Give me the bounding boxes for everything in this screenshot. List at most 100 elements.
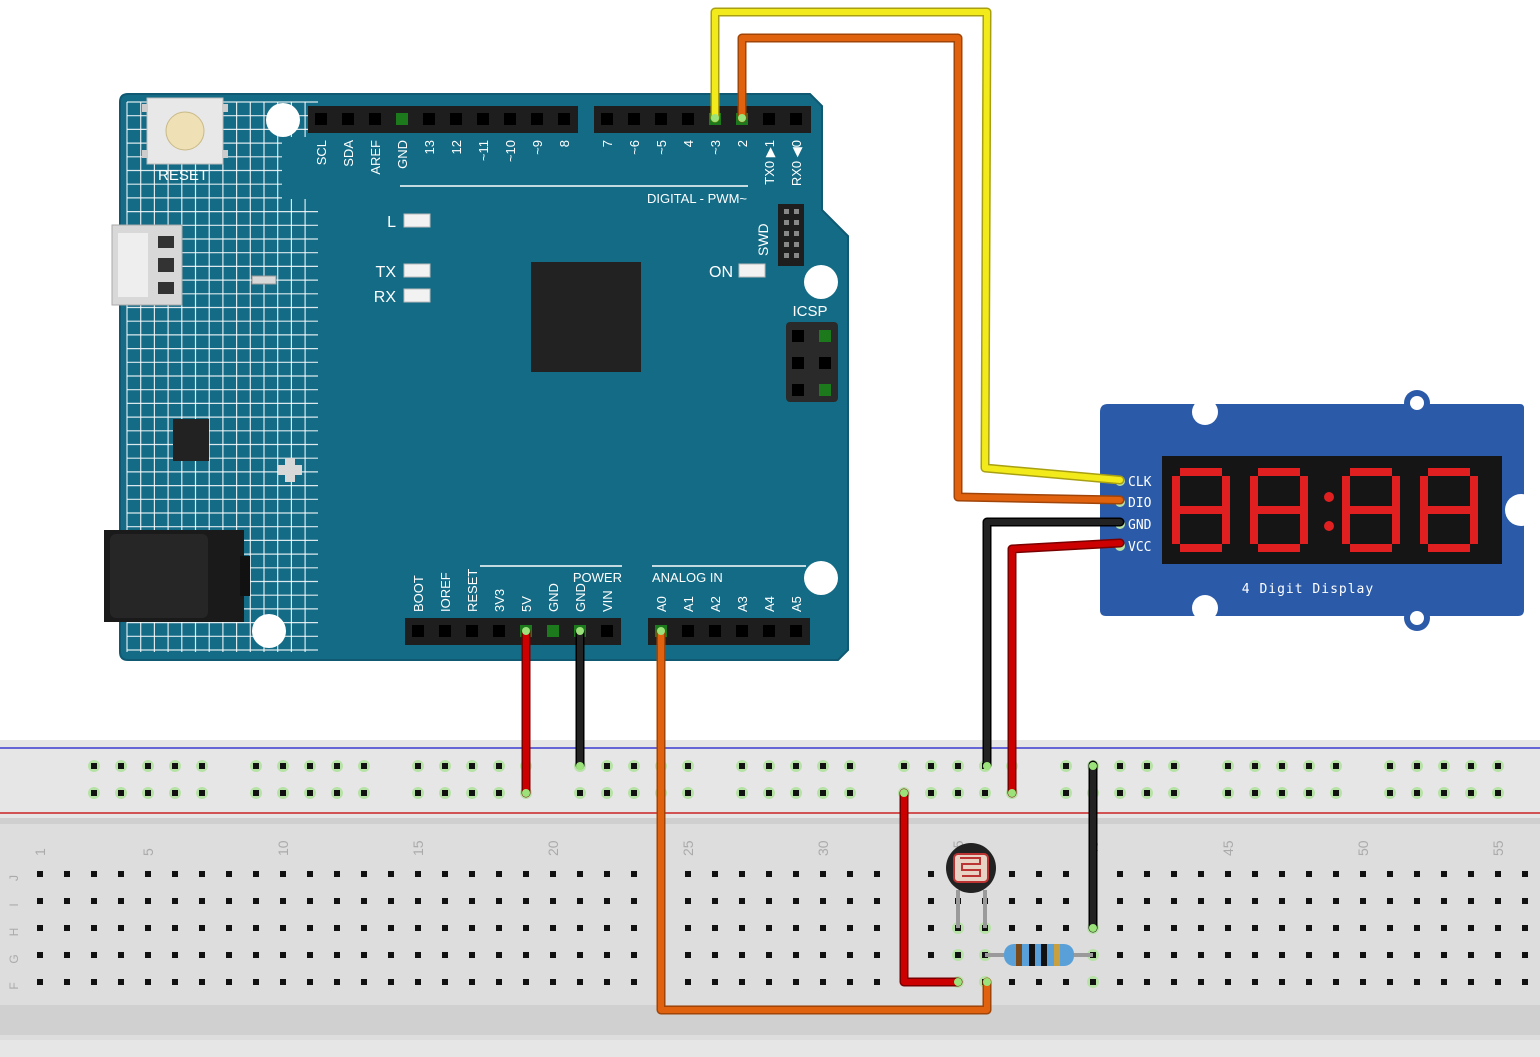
photoresistor[interactable] [946, 843, 996, 928]
column-number: 50 [1355, 840, 1371, 856]
segment [1258, 544, 1300, 552]
header-pin-SDA[interactable] [342, 113, 354, 125]
segment [1350, 544, 1392, 552]
header-pin-A3[interactable] [736, 625, 748, 637]
icsp-label: ICSP [792, 303, 827, 320]
pin-label: A5 [789, 596, 804, 612]
swd-label: SWD [755, 223, 771, 256]
segment [1300, 476, 1308, 510]
header-pin-TX0 ▶1[interactable] [763, 113, 775, 125]
header-pin-A4[interactable] [763, 625, 775, 637]
header-pin-IOREF[interactable] [439, 625, 451, 637]
header-pin-SCL[interactable] [315, 113, 327, 125]
header-pin-13[interactable] [423, 113, 435, 125]
segment [1350, 468, 1392, 476]
segment [1172, 476, 1180, 510]
header-pin-~6[interactable] [628, 113, 640, 125]
power-header [405, 618, 621, 645]
pin-label: 13 [422, 140, 437, 154]
mounting-hole [1505, 494, 1537, 526]
led-tx: TX [376, 263, 431, 281]
segment [1222, 476, 1230, 510]
pin-label: A1 [681, 596, 696, 612]
reset-button[interactable] [142, 97, 228, 165]
icsp-header: ICSP [786, 303, 838, 402]
resistor[interactable] [985, 944, 1093, 966]
pin-label: A2 [708, 596, 723, 612]
pin-label: 2 [735, 140, 750, 147]
column-number: 55 [1490, 840, 1506, 856]
column-number: 10 [275, 840, 291, 856]
header-pins[interactable] [315, 113, 802, 637]
chip [173, 419, 209, 461]
header-pin-A1[interactable] [682, 625, 694, 637]
header-pin-BOOT[interactable] [412, 625, 424, 637]
module-name: 4 Digit Display [1242, 582, 1374, 597]
pin-label: A3 [735, 596, 750, 612]
header-pin-~11[interactable] [477, 113, 489, 125]
column-number: 1 [32, 848, 48, 856]
pin-label: SCL [314, 140, 329, 165]
colon-dot [1324, 492, 1334, 502]
segment [1180, 468, 1222, 476]
pin-label: 5V [519, 596, 534, 612]
mounting-hole [804, 561, 838, 595]
segment [1258, 468, 1300, 476]
pin-label: RX0 ◀0 [789, 140, 804, 186]
header-pin-3V3[interactable] [493, 625, 505, 637]
header-pin-4[interactable] [682, 113, 694, 125]
header-pin-RESET[interactable] [466, 625, 478, 637]
header-pin-GND[interactable] [396, 113, 408, 125]
swd-header: SWD [755, 204, 804, 266]
header-pin-8[interactable] [558, 113, 570, 125]
wire-endpoints [522, 114, 1097, 986]
pin-label: SDA [341, 140, 356, 167]
mounting-hole [1410, 396, 1424, 410]
segment [1250, 476, 1258, 510]
pin-label: 3V3 [492, 589, 507, 612]
mounting-hole [266, 103, 300, 137]
row-letter: G [7, 954, 21, 963]
digital-pwm-label: DIGITAL - PWM~ [647, 191, 747, 206]
pin-label: ~11 [476, 140, 491, 161]
module-pin-label: VCC [1128, 540, 1151, 555]
segment [1470, 510, 1478, 544]
header-pin-~5[interactable] [655, 113, 667, 125]
microcontroller-chip [531, 262, 641, 372]
segment [1420, 510, 1428, 544]
column-number: 30 [815, 840, 831, 856]
header-pin-~10[interactable] [504, 113, 516, 125]
led-on: ON [709, 263, 766, 281]
header-pin-GND[interactable] [547, 625, 559, 637]
column-number: 20 [545, 840, 561, 856]
led-on-label: ON [709, 264, 733, 281]
segment [1428, 544, 1470, 552]
pin-label: ~9 [530, 140, 545, 155]
pin-label: TX0 ▶1 [762, 140, 777, 185]
analog-in-label: ANALOG IN [652, 570, 723, 585]
pin-label: GND [546, 583, 561, 612]
digits [1172, 468, 1478, 552]
arduino-board: RESET L TX [104, 93, 849, 661]
header-pin-VIN[interactable] [601, 625, 613, 637]
dc-power-jack [104, 530, 250, 622]
header-pin-~9[interactable] [531, 113, 543, 125]
segment [1428, 468, 1470, 476]
header-pin-7[interactable] [601, 113, 613, 125]
segment [1392, 476, 1400, 510]
header-pin-RX0 ◀0[interactable] [790, 113, 802, 125]
segment [1300, 510, 1308, 544]
analog-header [648, 618, 810, 645]
header-pin-A5[interactable] [790, 625, 802, 637]
header-pin-A2[interactable] [709, 625, 721, 637]
segment [1180, 506, 1222, 514]
usb-connector [111, 224, 183, 306]
led-l: L [387, 213, 431, 231]
header-pin-AREF[interactable] [369, 113, 381, 125]
segment [1420, 476, 1428, 510]
mounting-hole [252, 614, 286, 648]
header-pin-12[interactable] [450, 113, 462, 125]
